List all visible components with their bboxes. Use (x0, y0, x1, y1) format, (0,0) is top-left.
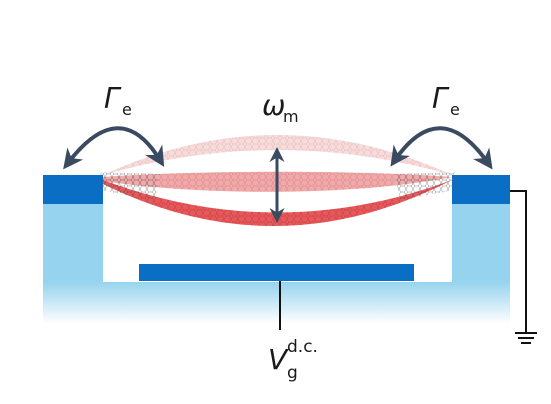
source-electrode (43, 175, 103, 204)
voltage-subscript: g (287, 363, 298, 383)
energy-loss-curved-arrow-icon-right (390, 126, 493, 170)
membrane-lower (103, 180, 452, 227)
gamma-right-label: Γ e (432, 82, 460, 119)
voltage-superscript: d.c. (287, 337, 318, 357)
gate-electrode (139, 264, 414, 281)
gamma-left-label: Γ e (104, 82, 132, 119)
gate-voltage-label: V g d.c. (268, 337, 318, 383)
gamma-right-symbol: Γ (432, 82, 450, 115)
ground-connection (510, 190, 537, 344)
gamma-left-subscript: e (122, 100, 132, 119)
energy-loss-curved-arrow-icon-left (63, 126, 165, 170)
membrane-upper-faint (103, 135, 452, 175)
gamma-left-symbol: Γ (104, 82, 122, 115)
substrate-floor (43, 282, 510, 324)
drain-electrode (452, 175, 510, 204)
membrane-edge-mesh (100, 172, 455, 200)
omega-label: ω m (262, 89, 299, 126)
omega-subscript: m (283, 107, 299, 126)
substrate-left-wall (43, 200, 103, 285)
substrate-right-wall (452, 200, 510, 285)
substrate (43, 200, 510, 324)
voltage-symbol: V (268, 343, 289, 376)
ground-symbol-icon (515, 332, 537, 344)
omega-symbol: ω (262, 89, 285, 122)
gamma-right-subscript: e (450, 100, 460, 119)
